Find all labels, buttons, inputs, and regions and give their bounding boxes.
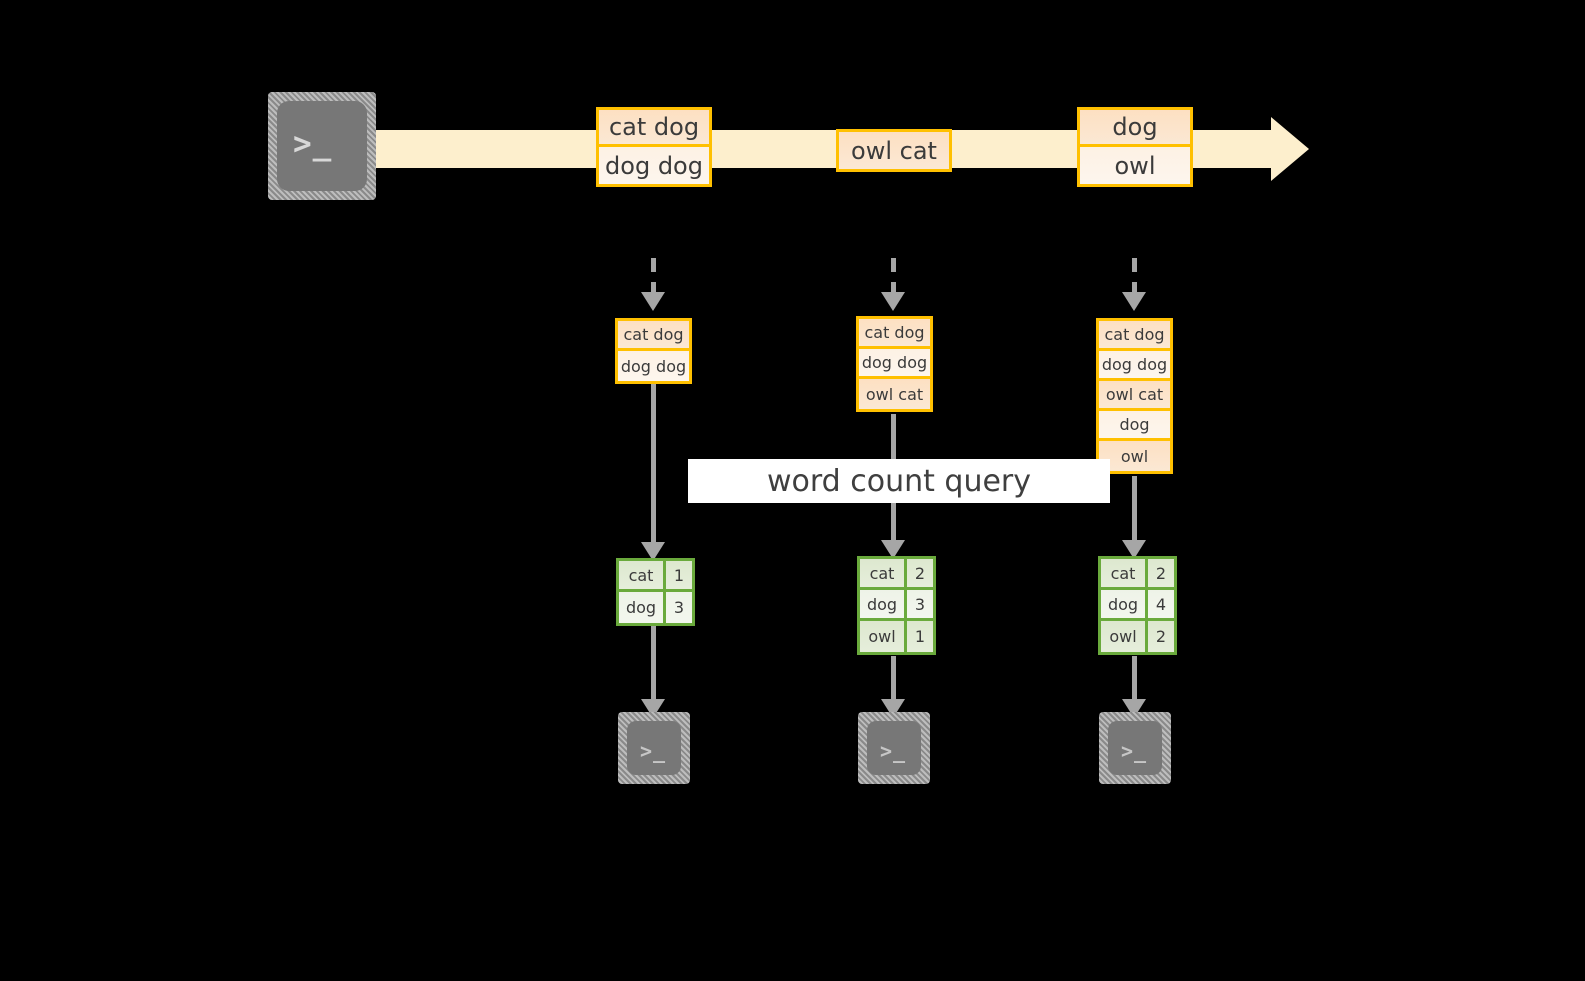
stream-record: dog dog [599,147,709,184]
input-record: cat dog [1099,321,1170,351]
stream-batch-2: owl cat [836,129,952,172]
result-word: cat [860,559,907,587]
sink-terminal-icon-1: >_ [618,712,690,784]
result-count: 2 [1148,621,1174,652]
table-row: cat 2 [1101,559,1174,590]
query-connector-1 [651,384,656,549]
terminal-prompt-glyph: >_ [640,739,667,763]
result-count: 1 [666,561,692,589]
result-table-1: cat 1 dog 3 [616,558,695,626]
snapshot-connector-3 [1132,258,1137,294]
terminal-body: >_ [277,101,367,191]
stream-record: dog [1080,110,1190,147]
query-arrowhead-3 [1122,540,1146,559]
table-row: dog 3 [619,592,692,623]
result-count: 1 [907,621,933,652]
terminal-body: >_ [627,721,681,775]
table-row: owl 1 [860,621,933,652]
result-count: 2 [907,559,933,587]
table-row: owl 2 [1101,621,1174,652]
table-row: dog 4 [1101,590,1174,621]
input-table-2: cat dog dog dog owl cat [856,316,933,412]
result-word: dog [1101,590,1148,618]
result-count: 2 [1148,559,1174,587]
snapshot-arrowhead-1 [641,292,665,311]
query-label-banner: word count query [688,459,1110,503]
result-word: owl [1101,621,1148,652]
stream-arrowhead [1271,117,1309,181]
terminal-body: >_ [1108,721,1162,775]
result-count: 3 [666,592,692,623]
result-word: dog [860,590,907,618]
input-record: dog dog [1099,351,1170,381]
query-arrowhead-1 [641,542,665,561]
table-row: cat 1 [619,561,692,592]
query-arrowhead-2 [881,540,905,559]
stream-record: cat dog [599,110,709,147]
result-table-2: cat 2 dog 3 owl 1 [857,556,936,655]
input-record: cat dog [859,319,930,349]
stream-record: owl [1080,147,1190,184]
input-table-3: cat dog dog dog owl cat dog owl [1096,318,1173,474]
sink-terminal-icon-2: >_ [858,712,930,784]
stream-batch-3: dog owl [1077,107,1193,187]
snapshot-connector-2 [891,258,896,294]
terminal-prompt-glyph: >_ [1121,739,1148,763]
sink-connector-2 [891,656,896,706]
snapshot-connector-1 [651,258,656,294]
source-terminal-icon: >_ [268,92,376,200]
sink-connector-3 [1132,656,1137,706]
terminal-prompt-glyph: >_ [293,126,333,162]
result-word: dog [619,592,666,623]
table-row: dog 3 [860,590,933,621]
input-record: owl cat [859,379,930,409]
terminal-prompt-glyph: >_ [880,739,907,763]
result-count: 3 [907,590,933,618]
sink-terminal-icon-3: >_ [1099,712,1171,784]
query-connector-3 [1132,476,1137,547]
query-label-text: word count query [766,463,1032,499]
sink-connector-1 [651,626,656,706]
result-word: owl [860,621,907,652]
input-table-1: cat dog dog dog [615,318,692,384]
result-word: cat [619,561,666,589]
input-record: dog dog [859,349,930,379]
input-record: cat dog [618,321,689,351]
snapshot-arrowhead-2 [881,292,905,311]
stream-record: owl cat [839,132,949,169]
input-record: owl cat [1099,381,1170,411]
input-record: dog dog [618,351,689,381]
terminal-body: >_ [867,721,921,775]
input-record: owl [1099,441,1170,471]
result-table-3: cat 2 dog 4 owl 2 [1098,556,1177,655]
table-row: cat 2 [860,559,933,590]
result-word: cat [1101,559,1148,587]
snapshot-arrowhead-3 [1122,292,1146,311]
input-record: dog [1099,411,1170,441]
result-count: 4 [1148,590,1174,618]
stream-batch-1: cat dog dog dog [596,107,712,187]
